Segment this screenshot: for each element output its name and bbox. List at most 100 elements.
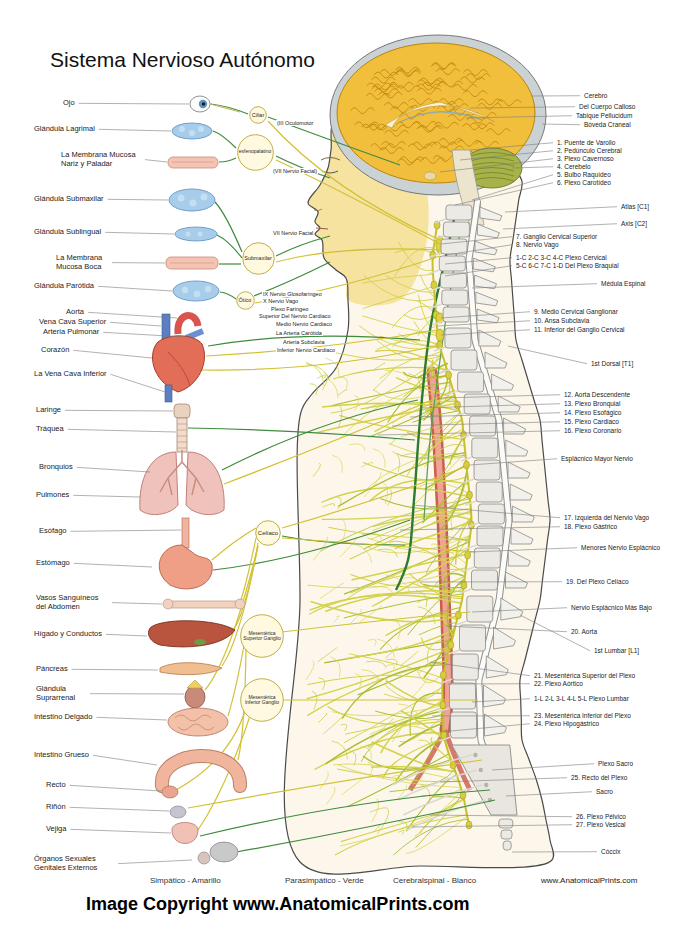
spinal-column <box>479 768 483 772</box>
nasal-membrane <box>168 157 218 168</box>
nerve-plexus <box>340 537 358 558</box>
lacrimal-gland <box>179 126 185 132</box>
brain-gyri <box>374 72 398 78</box>
spinal-column <box>398 770 477 800</box>
spinal-column <box>480 207 502 221</box>
leader-line <box>74 563 152 567</box>
spinal-column <box>446 205 472 220</box>
brain-gyri <box>419 125 443 131</box>
nerve-plexus <box>370 808 389 813</box>
spinal-column <box>478 504 504 524</box>
leader-line <box>70 807 169 811</box>
spinal-column <box>441 679 452 683</box>
organ-nerves <box>188 428 415 440</box>
leader-line <box>68 429 176 432</box>
organ-nerves <box>276 156 330 178</box>
brain-gyri <box>398 159 422 165</box>
nerve-plexus <box>321 488 469 503</box>
nerve-plexus <box>340 800 464 846</box>
leader-line <box>73 495 140 497</box>
bladder-organ <box>172 823 198 844</box>
ganglion-circle: Mesentérica Superior Ganglio <box>240 614 284 658</box>
part-label: Menores Nervio Esplácnico <box>580 544 661 551</box>
large-intestine <box>162 756 240 798</box>
genital-organ <box>198 852 210 864</box>
nerve-plexus <box>386 664 395 669</box>
callout-label: 10. Ansa Subclavia <box>533 317 590 324</box>
callout-label: 13. Plexo Bronquial <box>563 400 621 407</box>
body-silhouette <box>316 228 328 229</box>
nerve-plexus <box>306 661 314 680</box>
organ-nerves <box>224 390 455 484</box>
callout-label: 17. Izquierda del Nervio Vago <box>563 514 650 521</box>
nerve-plexus <box>467 491 473 499</box>
leader-line <box>470 143 553 150</box>
organ-nerves <box>282 699 478 700</box>
nerve-plexus <box>341 724 347 731</box>
spinal-column <box>472 438 498 458</box>
leader-line <box>106 634 147 636</box>
nerve-plexus <box>373 587 394 595</box>
nerve-plexus <box>326 787 335 805</box>
brain-section <box>330 35 546 195</box>
nerve-plexus <box>313 463 321 477</box>
leader-line <box>77 467 150 472</box>
spinal-column <box>494 627 516 649</box>
nerve-plexus <box>409 374 421 392</box>
nerve-label: X Nervio Vago <box>262 298 299 304</box>
leader-line <box>70 785 161 791</box>
leader-line <box>90 693 184 694</box>
brain-gyri <box>464 70 488 76</box>
callout-label: 5-C 6-C 7-C 1-D Del Plexo Braquial <box>515 262 620 269</box>
leader-line <box>412 505 560 518</box>
part-label: 1st Lumbar [L1] <box>593 647 640 654</box>
brain-gyri <box>457 140 481 146</box>
leader-line <box>448 683 530 684</box>
leader-line <box>420 581 562 582</box>
brain-gyri <box>417 80 441 86</box>
leader-line <box>445 258 512 264</box>
organ-nerves <box>236 800 495 852</box>
nerve-plexus <box>362 533 382 539</box>
brain-gyri <box>384 103 408 109</box>
leader-line <box>440 778 567 782</box>
organ-nerves <box>220 292 236 299</box>
organ-label: Glándula Suprarrenal <box>35 685 87 702</box>
nerve-plexus <box>455 611 461 619</box>
nerve-plexus <box>373 449 386 468</box>
spinal-column <box>442 290 468 305</box>
spinal-column <box>456 621 467 625</box>
nerve-plexus <box>413 729 444 786</box>
nerve-plexus <box>416 591 427 607</box>
nerve-plexus <box>350 574 465 587</box>
brain-gyri <box>417 88 441 94</box>
part-label: Axis [C2] <box>620 220 648 227</box>
callout-label: 2. Pedúnculo Cerebral <box>556 147 623 154</box>
organ-nerves <box>268 121 440 240</box>
nerve-plexus <box>332 741 348 760</box>
nerve-plexus <box>385 370 409 381</box>
spinal-column <box>461 589 472 593</box>
leader-line <box>472 608 567 612</box>
lungs-organ <box>140 450 224 515</box>
nerve-plexus <box>380 355 443 379</box>
organ-nerves <box>212 528 256 560</box>
large-intestine <box>162 756 240 786</box>
brain-gyri <box>367 83 391 89</box>
ganglion-outline <box>241 615 284 658</box>
submaxillary-gland <box>169 189 215 211</box>
ganglion-circle: Mesentérica Inferior Ganglio <box>240 678 284 722</box>
brain-gyri <box>413 142 437 148</box>
organ-label: Pulmones <box>35 491 70 500</box>
spinal-column <box>463 479 474 483</box>
lungs-organ <box>140 452 178 515</box>
part-label: Plexo Sacro <box>597 760 634 767</box>
nerve-plexus <box>322 504 335 508</box>
nerve-plexus <box>401 711 444 739</box>
nerve-plexus <box>318 713 327 722</box>
spinal-column <box>484 783 488 787</box>
nerve-plexus <box>411 676 428 699</box>
organ-nerves <box>213 520 410 570</box>
nerve-plexus <box>372 549 468 607</box>
